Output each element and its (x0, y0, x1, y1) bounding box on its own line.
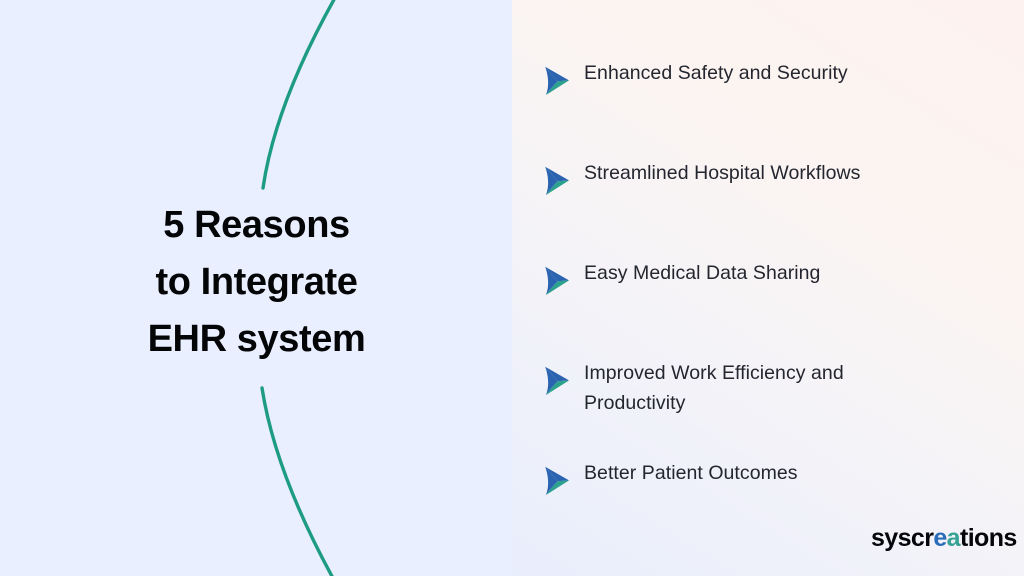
list-item-label: Easy Medical Data Sharing (584, 262, 821, 284)
slide-title: 5 Reasons to Integrate EHR system (0, 197, 513, 368)
brand-logo: syscreations (871, 524, 1017, 552)
logo-text-part-2: tions (959, 524, 1017, 552)
logo-text-part-1: syscr (871, 524, 934, 552)
arrow-right-icon (544, 58, 584, 96)
list-item: Streamlined Hospital Workflows (544, 158, 984, 258)
title-line-2: to Integrate (155, 261, 358, 303)
list-item-label: Better Patient Outcomes (584, 462, 798, 484)
reasons-list: Enhanced Safety and Security Streamlined… (544, 58, 984, 558)
title-line-1: 5 Reasons (163, 204, 350, 246)
arrow-right-icon (544, 358, 584, 396)
list-item: Easy Medical Data Sharing (544, 258, 984, 358)
title-line-3: EHR system (147, 318, 366, 360)
logo-letter-a: a (946, 524, 961, 552)
logo-letter-e: e (933, 524, 947, 552)
arrow-right-icon (544, 458, 584, 496)
list-item-label: Streamlined Hospital Workflows (584, 162, 861, 184)
list-item: Enhanced Safety and Security (544, 58, 984, 158)
arrow-right-icon (544, 258, 584, 296)
left-panel-background (0, 0, 513, 576)
arrow-right-icon (544, 158, 584, 196)
list-item: Improved Work Efficiency and Productivit… (544, 358, 984, 458)
list-item: Better Patient Outcomes (544, 458, 984, 558)
list-item-label: Improved Work Efficiency and Productivit… (584, 362, 844, 414)
list-item-label: Enhanced Safety and Security (584, 62, 848, 84)
right-panel-background (512, 0, 1024, 576)
